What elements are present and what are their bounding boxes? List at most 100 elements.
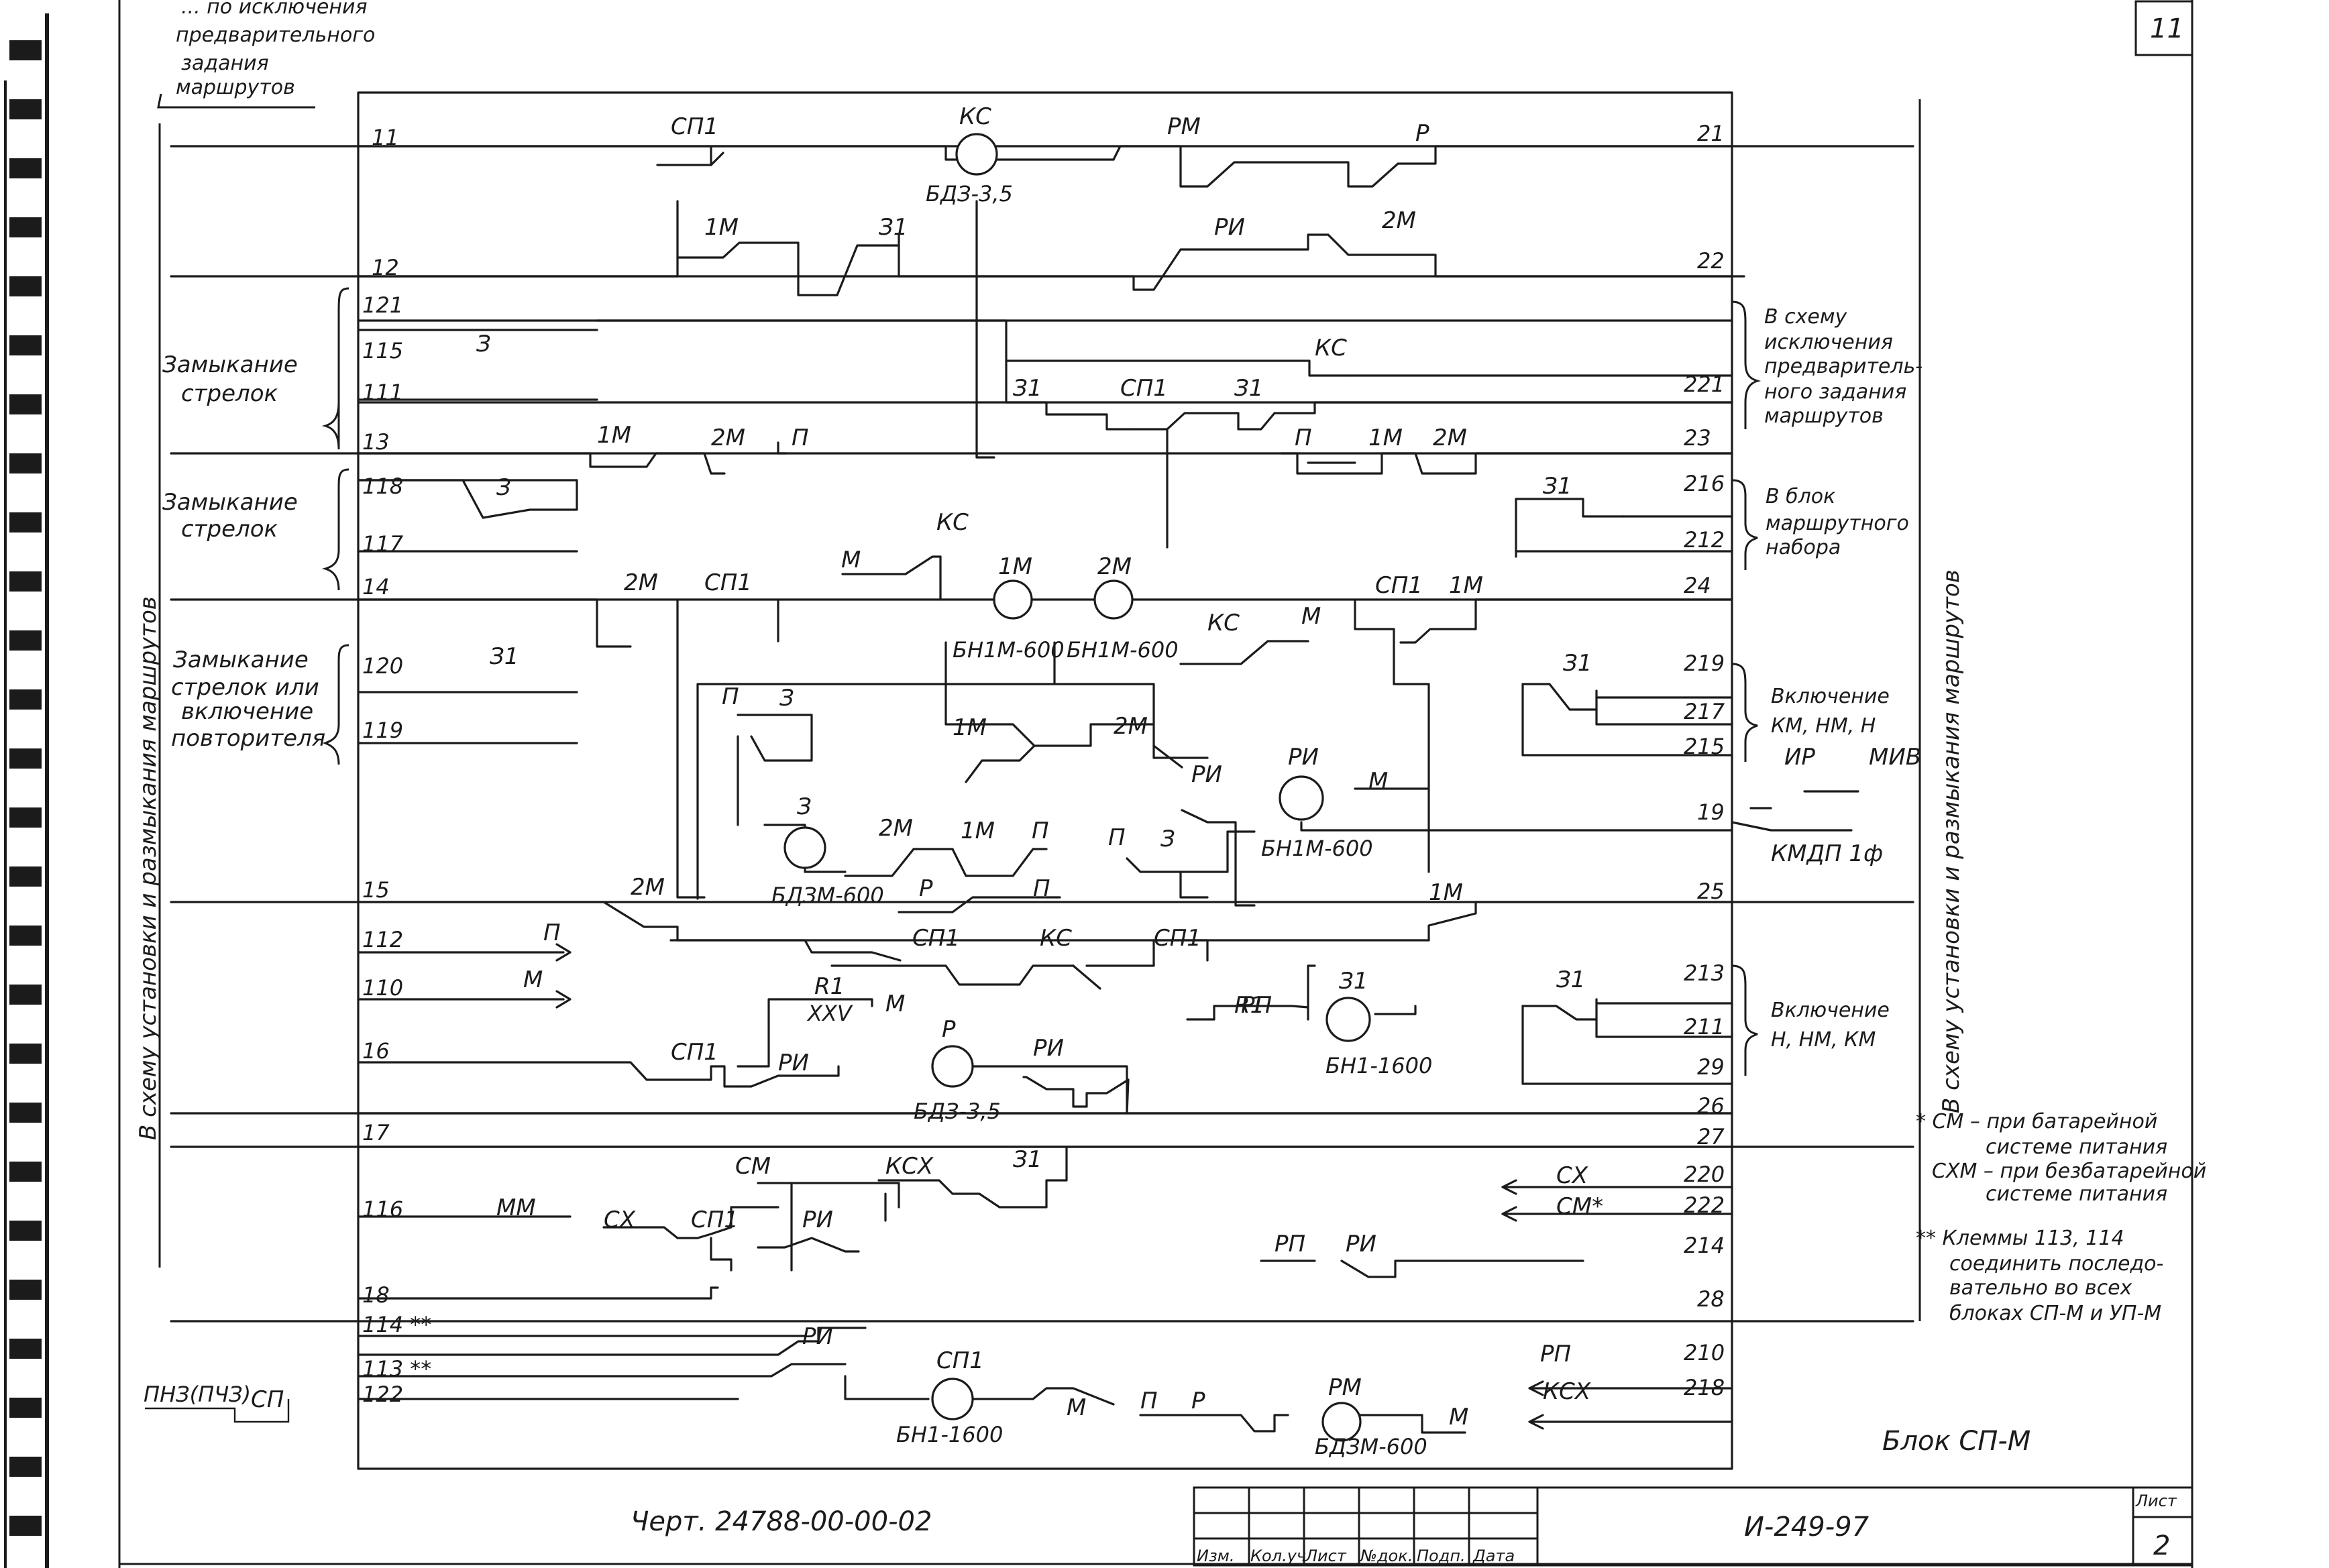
right-group-braces	[1731, 300, 1762, 1076]
svg-text:1М: 1М	[953, 714, 987, 741]
right-terminals: 21 22 221 23 216 212 24 219 217 215 19 2…	[1684, 121, 1725, 1400]
svg-text:стрелок: стрелок	[181, 380, 278, 407]
svg-text:22: 22	[1697, 248, 1725, 274]
svg-text:12: 12	[372, 255, 399, 280]
svg-text:соединить последо-: соединить последо-	[1949, 1252, 2163, 1276]
binder-hole	[9, 217, 42, 237]
relay-labels: КС БДЗ-3,5 1М БН1М-600 2М БН1М-600 РИ БН…	[771, 103, 1432, 1459]
svg-text:КСХ: КСХ	[1543, 1378, 1591, 1405]
svg-text:СП1: СП1	[1375, 572, 1423, 599]
svg-text:П: П	[1032, 818, 1049, 844]
binder-hole	[9, 1280, 42, 1300]
svg-text:БДЗМ-600: БДЗМ-600	[771, 883, 884, 908]
svg-text:П: П	[792, 425, 809, 451]
binder-hole	[9, 926, 42, 946]
svg-text:СП1: СП1	[671, 1039, 718, 1066]
binder-hole	[9, 335, 42, 355]
svg-text:БН1-1600: БН1-1600	[896, 1422, 1003, 1447]
svg-text:З1: З1	[490, 643, 519, 670]
svg-text:1М: 1М	[1449, 572, 1483, 599]
svg-text:Замыкание: Замыкание	[162, 351, 298, 378]
svg-text:БН1М-600: БН1М-600	[953, 637, 1065, 663]
sheet-frame	[118, 0, 2193, 1568]
svg-text:КС: КС	[959, 103, 991, 130]
svg-text:В блок: В блок	[1766, 485, 1835, 508]
sheet-label: Лист	[2135, 1492, 2177, 1510]
svg-text:210: 210	[1684, 1340, 1725, 1365]
sheet-number-box: 11	[2134, 0, 2193, 56]
svg-text:СП1: СП1	[691, 1207, 739, 1233]
header-note: ... по исключения предварительного задан…	[157, 0, 375, 109]
binder-hole	[9, 1339, 42, 1359]
svg-text:РМ: РМ	[1167, 113, 1201, 140]
svg-text:1М: 1М	[1429, 879, 1463, 906]
svg-text:системе питания: системе питания	[1986, 1182, 2167, 1206]
svg-text:114 **: 114 **	[362, 1312, 431, 1337]
svg-text:СП: СП	[251, 1386, 284, 1413]
svg-text:В схему: В схему	[1764, 305, 1847, 329]
binder-hole	[9, 453, 42, 473]
svg-text:СП1: СП1	[704, 569, 752, 596]
svg-text:25: 25	[1697, 879, 1725, 904]
svg-text:2М: 2М	[1382, 207, 1416, 234]
svg-text:КС: КС	[936, 509, 969, 536]
svg-text:18: 18	[362, 1282, 390, 1308]
svg-text:включение: включение	[181, 698, 313, 725]
svg-text:№док.: №док.	[1359, 1547, 1413, 1565]
svg-text:РИ: РИ	[802, 1207, 833, 1233]
svg-text:М: М	[885, 991, 905, 1017]
svg-text:З1: З1	[1339, 968, 1368, 995]
svg-text:221: 221	[1684, 372, 1725, 397]
svg-text:211: 211	[1684, 1014, 1725, 1040]
bus-lines	[170, 145, 1914, 1323]
svg-text:З1: З1	[1013, 1146, 1042, 1173]
svg-text:П: П	[1108, 824, 1126, 851]
svg-text:2М: 2М	[631, 874, 665, 901]
svg-text:2М: 2М	[1114, 713, 1148, 740]
svg-text:М: М	[1368, 768, 1388, 795]
svg-text:повторителя: повторителя	[171, 725, 325, 752]
binder-hole	[9, 394, 42, 414]
svg-text:Н, НМ, КМ: Н, НМ, КМ	[1771, 1028, 1876, 1052]
svg-text:БН1М-600: БН1М-600	[1067, 637, 1179, 663]
svg-text:215: 215	[1684, 734, 1725, 759]
svg-text:блоках СП-М и УП-М: блоках СП-М и УП-М	[1949, 1302, 2161, 1325]
svg-text:** Клеммы 113, 114: ** Клеммы 113, 114	[1916, 1227, 2124, 1250]
svg-text:З: З	[797, 793, 812, 820]
svg-text:... по исключения: ... по исключения	[181, 0, 368, 19]
svg-text:маршрутного: маршрутного	[1766, 512, 1909, 535]
svg-text:З: З	[779, 685, 794, 712]
binder-hole	[9, 1221, 42, 1241]
sheet-page: 2	[2153, 1530, 2170, 1561]
svg-text:216: 216	[1684, 471, 1725, 496]
svg-text:исключения: исключения	[1764, 331, 1893, 354]
svg-text:БДЗМ-600: БДЗМ-600	[1315, 1434, 1427, 1459]
binder-hole	[9, 748, 42, 769]
svg-text:РП: РП	[1241, 992, 1272, 1019]
right-vertical-label: В схему установки и размыкания маршрутов	[1938, 569, 1965, 1113]
svg-text:З1: З1	[1013, 375, 1042, 402]
svg-text:118: 118	[362, 473, 403, 499]
svg-text:Р: Р	[1415, 120, 1429, 147]
svg-text:115: 115	[362, 338, 403, 363]
svg-text:РИ: РИ	[1191, 761, 1222, 788]
svg-text:СП1: СП1	[936, 1347, 984, 1374]
svg-text:СП1: СП1	[1154, 925, 1201, 952]
svg-text:задания: задания	[181, 52, 269, 75]
left-group-texts: Замыкание стрелок Замыкание стрелок Замы…	[162, 351, 325, 752]
svg-text:217: 217	[1684, 699, 1725, 724]
svg-text:2М: 2М	[879, 815, 913, 842]
svg-text:13: 13	[362, 429, 390, 455]
svg-text:119: 119	[362, 718, 403, 743]
svg-text:З1: З1	[1234, 375, 1263, 402]
svg-text:М: М	[1067, 1394, 1086, 1421]
svg-text:XXV: XXV	[806, 1001, 853, 1026]
svg-text:213: 213	[1684, 960, 1725, 986]
svg-text:набора: набора	[1766, 536, 1841, 559]
doc-number: И-249-97	[1744, 1512, 1870, 1543]
svg-text:КС: КС	[1207, 610, 1240, 636]
svg-text:СХ: СХ	[1556, 1162, 1588, 1189]
svg-text:220: 220	[1684, 1162, 1725, 1187]
svg-text:СМ*: СМ*	[1556, 1193, 1603, 1220]
